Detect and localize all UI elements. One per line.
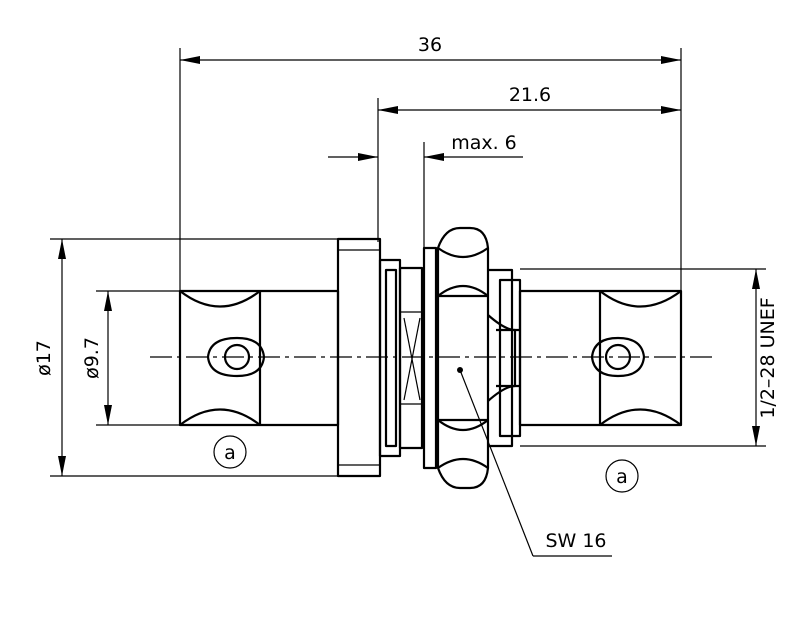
dimension-phi9-7 <box>104 291 112 425</box>
dim-phi17-label: ø17 <box>33 340 55 376</box>
sw16-leader <box>457 367 612 557</box>
lock-washer <box>422 246 438 470</box>
marker-right: a <box>605 459 639 493</box>
sw16-label: SW 16 <box>545 530 606 552</box>
threaded-section <box>378 258 424 458</box>
hex-nut <box>436 226 490 490</box>
dim-36-label: 36 <box>418 34 442 56</box>
right-body <box>518 289 683 427</box>
dim-21-6-label: 21.6 <box>509 84 551 106</box>
dimension-36 <box>180 56 681 64</box>
dimension-phi17 <box>58 239 66 476</box>
dim-phi9-7-label: ø9.7 <box>81 337 103 379</box>
dim-max6-label: max. 6 <box>451 132 517 154</box>
dim-thread-label: 1/2–28 UNEF <box>757 297 779 418</box>
dimension-21-6 <box>378 106 681 114</box>
dimension-max-6 <box>328 153 523 161</box>
dimension-thread <box>752 269 760 446</box>
right-coupling <box>487 268 522 448</box>
marker-right-label: a <box>616 466 628 488</box>
extension-lines <box>50 48 766 477</box>
marker-left-label: a <box>224 442 236 464</box>
marker-left: a <box>213 435 247 469</box>
left-body <box>178 289 340 427</box>
